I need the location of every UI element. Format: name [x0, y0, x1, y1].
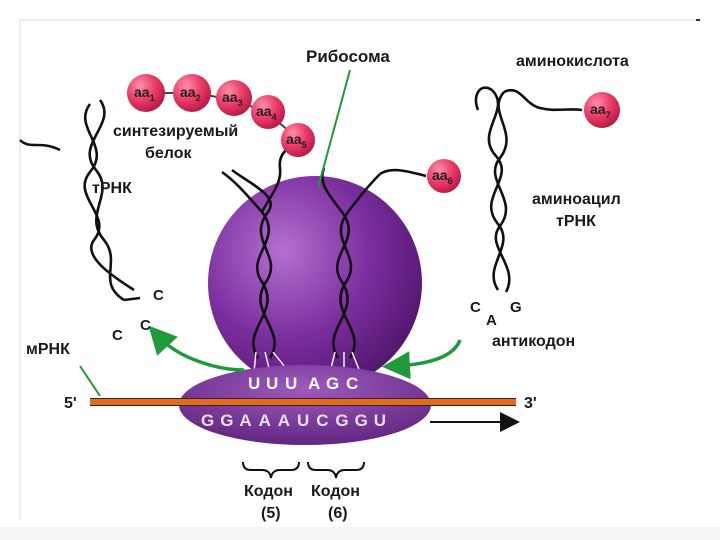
label-trna-left: тРНК: [92, 180, 132, 197]
amino-acid-label: aa4: [256, 103, 277, 122]
amino-acid-5: aa5: [281, 123, 315, 157]
ribosome-large-subunit: [208, 176, 422, 390]
mrna-base: U: [374, 411, 386, 430]
amino-acid-sphere: [216, 80, 252, 116]
label-mrna: мРНК: [26, 341, 70, 358]
codon-6-brace: [307, 461, 365, 479]
mrna-base: G: [335, 411, 348, 430]
label-synth-protein-line2: белок: [145, 145, 193, 162]
entry-arrow: [382, 339, 462, 380]
amino-acid-sphere: [251, 95, 285, 129]
paired-base: U: [285, 374, 297, 393]
amino-acid-1: aa1: [127, 74, 165, 112]
amino-acid-3: aa3: [216, 80, 252, 116]
label-synth-protein-line1: синтезируемый: [113, 123, 238, 140]
amino-acid-2: aa2: [173, 74, 211, 112]
anticodon-base-3: G: [510, 299, 522, 316]
label-five-prime: 5': [64, 395, 77, 412]
paired-base: U: [248, 374, 260, 393]
codon-6-num: (6): [328, 505, 348, 522]
trna-left-end-1: C: [153, 287, 164, 304]
mrna-base: C: [316, 411, 328, 430]
amino-acid-sphere: [584, 92, 620, 128]
mrna-base: G: [355, 411, 368, 430]
codon-5-brace: [242, 461, 300, 479]
amino-acid-6: aa6: [427, 159, 461, 193]
trna-left-end-3: C: [140, 317, 151, 334]
amino-acid-label: aa7: [590, 101, 611, 120]
amino-acid-label: aa6: [432, 167, 453, 186]
label-ribosome: Рибосома: [306, 47, 390, 66]
codon-5-num: (5): [261, 505, 281, 522]
label-anticodon: антикодон: [492, 333, 575, 350]
amino-acid-sphere: [281, 123, 315, 157]
paired-base: G: [326, 374, 339, 393]
amino-acid-sphere: [127, 74, 165, 112]
mrna-base: U: [297, 411, 309, 430]
anticodon-base-1: C: [470, 299, 481, 316]
mrna-base: A: [259, 411, 271, 430]
free-trna-left: [19, 99, 141, 302]
paired-base: U: [266, 374, 278, 393]
anticodon-base-2: A: [486, 312, 497, 329]
label-amino-acid: аминокислота: [516, 53, 629, 70]
amino-acid-sphere: [427, 159, 461, 193]
paired-base: A: [308, 374, 320, 393]
mrna-base: A: [239, 411, 251, 430]
amino-acid-sphere: [173, 74, 211, 112]
label-aminoacyl-line1: аминоацил: [532, 191, 621, 208]
paired-base: C: [346, 374, 358, 393]
codon-5-word: Кодон: [244, 483, 293, 500]
corner-mark: [696, 19, 700, 21]
ribosome-pointer: [317, 69, 351, 189]
amino-acid-label: aa2: [180, 84, 201, 103]
trna-left-end-2: C: [112, 327, 123, 344]
mrna-pointer: [79, 365, 101, 397]
label-three-prime: 3': [524, 395, 537, 412]
amino-acid-7: aa7: [584, 92, 620, 128]
mrna-base: A: [278, 411, 290, 430]
ribosome-trna-right: [321, 167, 427, 359]
amino-acid-label: aa5: [286, 131, 307, 150]
bottom-strip: [0, 527, 720, 540]
amino-acid-group: aa1 aa2 aa3 aa4 aa5 aa6 aa7: [127, 74, 620, 193]
label-aminoacyl-line2: тРНК: [556, 213, 596, 230]
codon-6-word: Кодон: [311, 483, 360, 500]
exit-arrow: [148, 325, 245, 372]
mrna-base: G: [201, 411, 214, 430]
aminoacyl-trna: [474, 86, 583, 293]
amino-acid-label: aa3: [222, 89, 243, 108]
mrna-base: G: [220, 411, 233, 430]
amino-acid-label: aa1: [134, 84, 155, 103]
amino-acid-4: aa4: [251, 95, 285, 129]
